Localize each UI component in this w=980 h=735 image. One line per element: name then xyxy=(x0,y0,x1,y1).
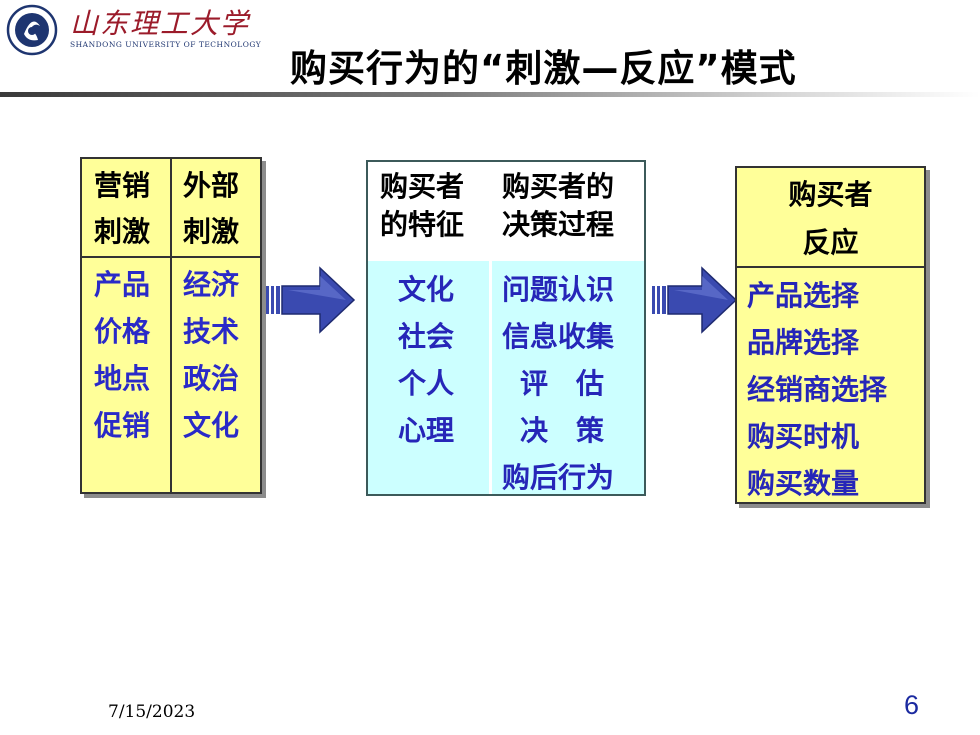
arrow-right-icon xyxy=(266,266,356,334)
list-item: 评 估 xyxy=(520,367,605,400)
marketing-stimuli-header-1: 营销 xyxy=(94,169,151,202)
list-item: 产品选择 xyxy=(747,279,860,312)
list-item: 心理 xyxy=(398,414,455,447)
list-item: 社会 xyxy=(398,320,455,353)
university-emblem xyxy=(6,4,58,56)
list-item: 地点 xyxy=(94,362,151,395)
list-item: 购买时机 xyxy=(747,420,860,453)
list-item: 购买数量 xyxy=(747,467,860,500)
buyer-response-header-1: 购买者 xyxy=(788,178,873,211)
marketing-stimuli-list: 产品 价格 地点 促销 xyxy=(94,261,150,449)
external-stimuli-header-1: 外部 xyxy=(183,169,240,202)
list-item: 经销商选择 xyxy=(747,373,888,406)
list-item: 决 策 xyxy=(520,414,605,447)
slide-date: 7/15/2023 xyxy=(108,702,196,722)
list-item: 价格 xyxy=(94,315,151,348)
header-divider xyxy=(0,92,980,97)
buyer-response-header-2: 反应 xyxy=(802,226,859,259)
buyer-response-box: 购买者 反应 产品选择 品牌选择 经销商选择 购买时机 购买数量 xyxy=(735,166,926,504)
list-item: 促销 xyxy=(94,409,151,442)
university-name-en: SHANDONG UNIVERSITY OF TECHNOLOGY xyxy=(70,40,262,49)
marketing-stimuli-header-2: 刺激 xyxy=(94,215,151,248)
list-item: 产品 xyxy=(94,268,151,301)
buyer-characteristics-list: 文化 社会 个人 心理 xyxy=(398,266,454,454)
decision-process-header-1: 购买者的 xyxy=(502,170,615,203)
list-item: 信息收集 xyxy=(502,320,615,353)
buyer-response-list: 产品选择 品牌选择 经销商选择 购买时机 购买数量 xyxy=(747,272,887,507)
list-item: 技术 xyxy=(183,315,240,348)
decision-process-header-2: 决策过程 xyxy=(502,208,615,241)
list-item: 经济 xyxy=(183,268,240,301)
list-item: 文化 xyxy=(183,409,240,442)
buyer-black-box: 购买者 的特征 购买者的 决策过程 文化 社会 个人 心理 问题认识 信息收集 … xyxy=(366,160,646,496)
list-item: 问题认识 xyxy=(502,273,615,306)
buyer-characteristics-header-2: 的特征 xyxy=(380,208,465,241)
list-item: 购后行为 xyxy=(502,461,615,494)
external-stimuli-header-2: 刺激 xyxy=(183,215,240,248)
slide-title: 购买行为的“刺激—反应”模式 xyxy=(290,47,797,90)
arrow-right-icon xyxy=(652,266,738,334)
buyer-characteristics-header-1: 购买者 xyxy=(380,170,465,203)
list-item: 文化 xyxy=(398,273,455,306)
list-item: 个人 xyxy=(398,367,455,400)
external-stimuli-list: 经济 技术 政治 文化 xyxy=(183,261,239,449)
stimuli-box: 营销 刺激 外部 刺激 产品 价格 地点 促销 经济 技术 政治 文化 xyxy=(80,157,262,494)
page-number: 6 xyxy=(904,690,920,720)
university-name-cn: 山东理工大学 xyxy=(70,7,251,40)
list-item: 政治 xyxy=(183,362,240,395)
list-item: 品牌选择 xyxy=(747,326,860,359)
decision-process-list: 问题认识 信息收集 评 估 决 策 购后行为 xyxy=(502,266,614,501)
